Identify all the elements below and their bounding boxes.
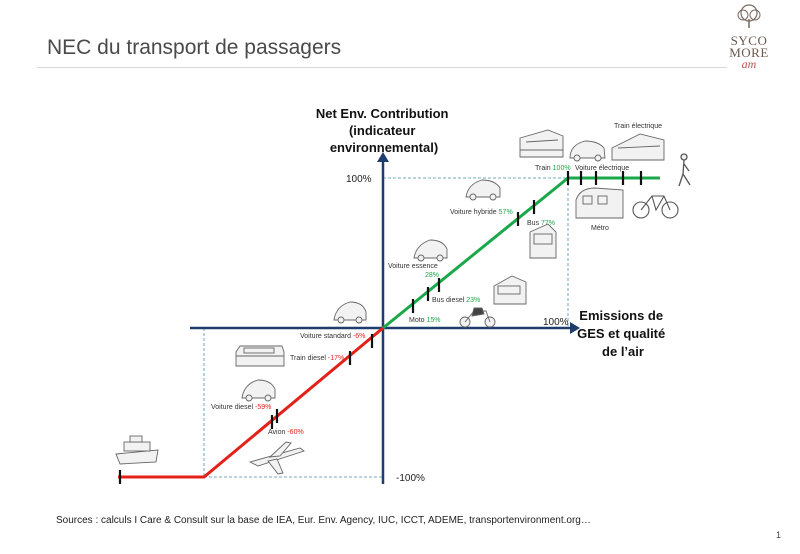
train-icon bbox=[575, 187, 624, 219]
sycomore-logo: SYCO MORE am bbox=[714, 4, 784, 72]
tick-label-y-top: 100% bbox=[346, 174, 372, 185]
label-voiture-electrique: Voiture électrique bbox=[575, 165, 629, 172]
label-voiture-hybride: Voiture hybride 57% bbox=[450, 209, 513, 216]
page-number: 1 bbox=[776, 530, 782, 540]
label-metro: Métro bbox=[591, 225, 609, 232]
label-voiture-essence: Voiture essence 28% bbox=[388, 263, 440, 279]
pedestrian-icon bbox=[678, 153, 691, 187]
curve-ticks bbox=[118, 171, 643, 484]
label-voiture-standard: Voiture standard -6% bbox=[300, 333, 365, 340]
negative-curve bbox=[118, 326, 384, 479]
label-train-electrique: Train électrique bbox=[614, 123, 662, 130]
label-train: Train 100% bbox=[535, 165, 571, 172]
axes bbox=[190, 152, 580, 484]
guide-lines bbox=[203, 177, 569, 478]
label-avion: Avion -60% bbox=[268, 429, 304, 436]
title-divider bbox=[37, 67, 727, 68]
tick-label-y-bottom: -100% bbox=[396, 473, 425, 484]
label-bus-diesel: Bus diesel 23% bbox=[432, 297, 480, 304]
y-axis-title: Net Env. Contribution (indicateur enviro… bbox=[316, 106, 452, 155]
slide-title: NEC du transport de passagers bbox=[47, 36, 342, 59]
train-icon bbox=[519, 129, 564, 158]
ship-icon bbox=[115, 435, 159, 465]
train-icon bbox=[611, 133, 665, 161]
tick-label-x-right: 100% bbox=[543, 317, 569, 328]
x-axis-title: Emissions de GES et qualité de l’air bbox=[577, 308, 669, 359]
y-axis-arrow bbox=[377, 152, 389, 162]
label-train-diesel: Train diesel -17% bbox=[290, 355, 344, 362]
bus-icon bbox=[493, 275, 527, 305]
car-icon bbox=[241, 379, 276, 402]
sources-note: Sources : calculs I Care & Consult sur l… bbox=[56, 515, 591, 526]
car-icon bbox=[569, 140, 606, 162]
label-bus: Bus 77% bbox=[527, 220, 555, 227]
bicycle-icon bbox=[632, 195, 679, 219]
motorcycle-icon bbox=[459, 307, 496, 328]
logo-text-1: SYCO bbox=[730, 33, 768, 48]
tree-icon bbox=[737, 4, 761, 28]
label-moto: Moto 15% bbox=[409, 317, 441, 324]
logo-text-3: am bbox=[741, 57, 757, 71]
car-icon bbox=[333, 301, 367, 324]
bus-icon bbox=[529, 223, 557, 259]
label-voiture-diesel: Voiture diesel -59% bbox=[211, 404, 271, 411]
car-icon bbox=[465, 179, 501, 201]
airplane-icon bbox=[248, 441, 305, 475]
car-icon bbox=[413, 239, 448, 262]
logo-text-2: MORE bbox=[729, 45, 769, 60]
train-icon bbox=[235, 345, 285, 367]
x-axis-arrow bbox=[570, 322, 580, 334]
